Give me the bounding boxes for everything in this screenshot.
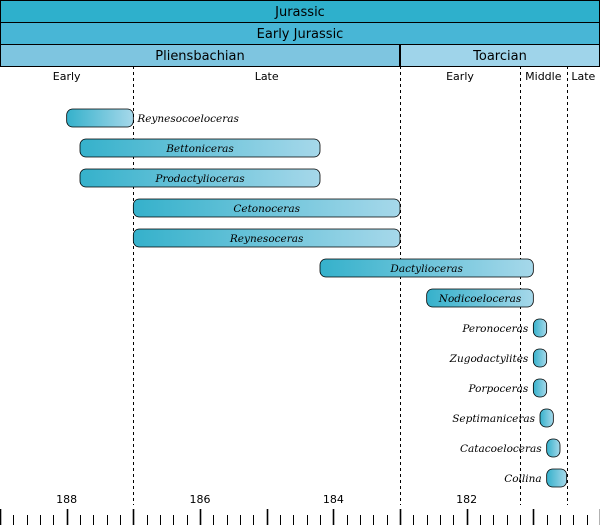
taxon-label: Peronoceras [461,323,529,335]
taxon-bar [132,228,401,248]
taxon-label: Septimaniceras [452,413,535,425]
taxon-bar [546,468,568,488]
substage-label: Late [255,70,279,83]
taxon-bar [532,348,548,368]
tick-label: 186 [190,493,211,506]
taxon-bar [319,258,534,278]
taxon-label: Catacoeloceras [460,443,542,455]
taxon-label: Bettoniceras [165,143,234,155]
substage-label: Early [446,70,474,83]
taxon-label: Collina [504,473,541,485]
tick-label: 188 [56,493,77,506]
substage-label: Middle [525,70,562,83]
substage-label: Late [571,70,595,83]
stage-boundaries [133,66,568,505]
taxon-label: Porpoceras [468,383,529,395]
substage-label: Early [53,70,81,83]
taxon-bar [66,108,134,128]
time-axis: 188 186 184 182 [0,493,600,525]
tick-label: 182 [456,493,477,506]
taxon-bar [546,438,561,458]
taxon-bar [79,168,321,188]
stage-label: Toarcian [472,49,527,64]
taxon-label: Zugodactylites [449,353,529,365]
taxon-bar [532,318,548,338]
period-label: Early Jurassic [257,27,344,42]
stage-band [0,44,400,67]
period-label: Jurassic [274,5,325,20]
taxon-bar [79,138,321,158]
taxon-bar [539,408,554,428]
taxon-label: Reynesoceras [229,233,304,245]
tick-label: 184 [323,493,344,506]
taxon-label: Dactylioceras [389,263,463,275]
taxon-label: Prodactylioceras [154,173,245,185]
taxon-bar [132,198,401,218]
taxon-bar [532,378,548,398]
taxon-ranges: ReynesocoelocerasBettonicerasProdactylio… [66,108,568,488]
taxon-label: Cetonoceras [233,203,300,215]
taxon-label: Reynesocoeloceras [136,113,239,125]
taxon-label: Nodicoeloceras [438,293,522,305]
taxon-bar [426,288,534,308]
stage-label: Pliensbachian [155,49,245,64]
